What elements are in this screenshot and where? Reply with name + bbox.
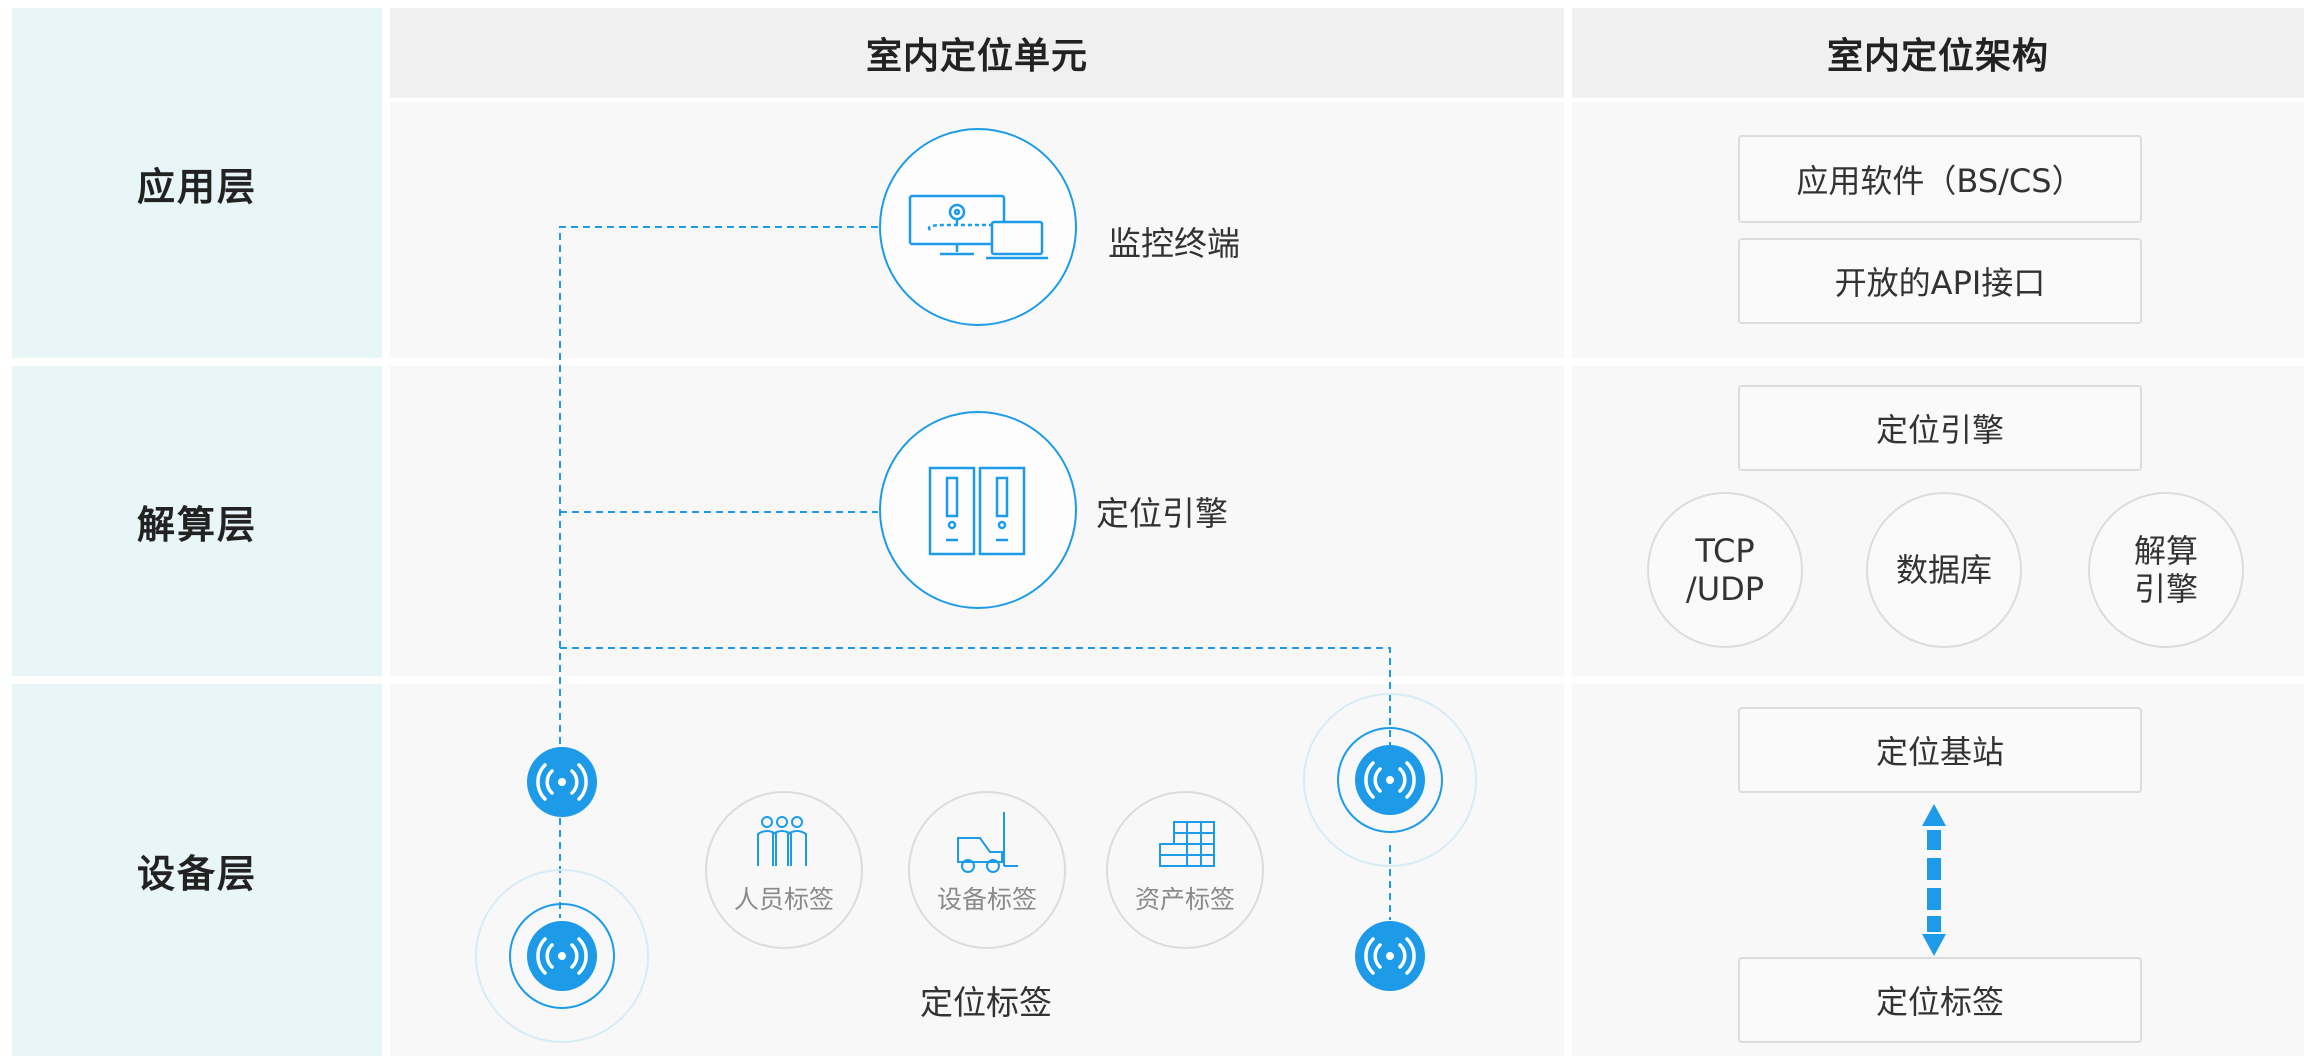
open-api-box: 开放的API接口 (1738, 238, 2142, 324)
layer-application: 应用层 (12, 8, 382, 358)
tag-circles (705, 791, 1264, 949)
layer-device: 设备层 (12, 684, 382, 1056)
app-software-box: 应用软件（BS/CS） (1738, 135, 2142, 223)
asset-tag-label: 资产标签 (1135, 885, 1236, 914)
signal-icons (536, 761, 1416, 975)
tag-box: 定位标签 (1738, 957, 2142, 1043)
layer-computing: 解算层 (12, 366, 382, 676)
monitor-terminal-label: 监控终端 (1108, 224, 1240, 263)
base-station-box: 定位基站 (1738, 707, 2142, 793)
connector-lines (559, 226, 1391, 920)
engine-box: 定位引擎 (1738, 385, 2142, 471)
header-architecture: 室内定位架构 (1572, 8, 2304, 98)
personnel-tag-label: 人员标签 (734, 885, 835, 914)
tags-title: 定位标签 (920, 983, 1052, 1022)
asset-tag-icon (1159, 821, 1215, 867)
solve-engine-circle: 解算 引擎 (2088, 492, 2244, 648)
monitor-terminal-icon (879, 128, 1077, 326)
header-unit: 室内定位单元 (390, 8, 1564, 98)
equipment-tag-label: 设备标签 (937, 885, 1038, 914)
positioning-engine-label: 定位引擎 (1096, 494, 1228, 533)
equipment-tag-icon (957, 812, 1018, 873)
database-circle: 数据库 (1866, 492, 2022, 648)
tcp-udp-circle: TCP /UDP (1647, 492, 1803, 648)
bidirectional-arrow-icon (1922, 804, 1946, 956)
positioning-engine-icon (879, 411, 1077, 609)
personnel-tag-icon (757, 816, 807, 866)
